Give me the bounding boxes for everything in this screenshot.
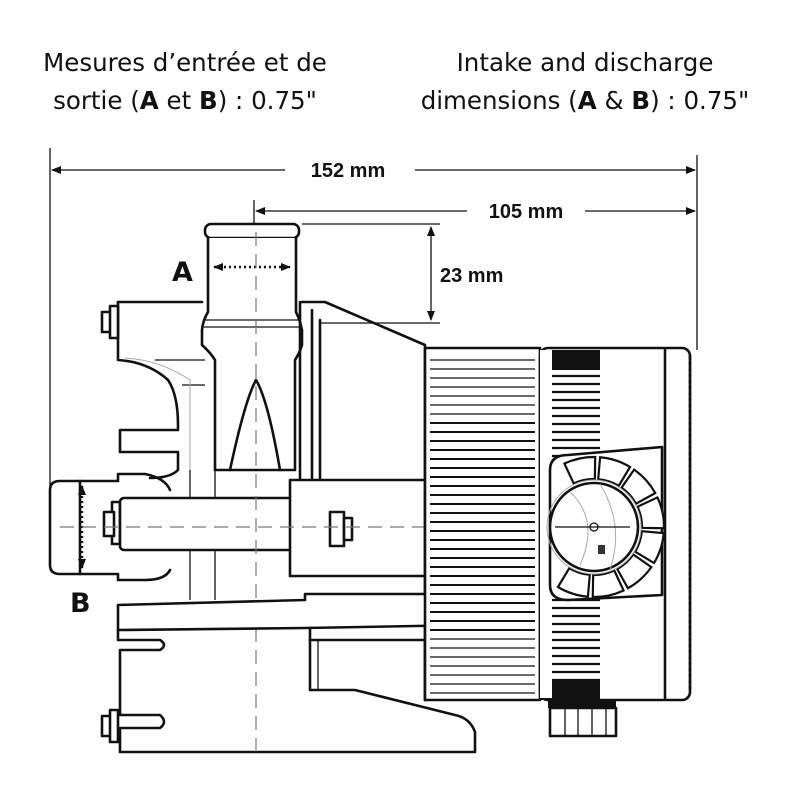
fin-shadow <box>540 680 600 700</box>
english-label-a: A <box>577 86 597 115</box>
knob-indicator <box>598 545 605 554</box>
speed-segment <box>615 553 653 590</box>
french-suffix: ) : 0.75" <box>217 86 317 115</box>
intake-label-a: A <box>172 257 193 288</box>
dimension-overall-length: 152 mm <box>49 148 698 485</box>
intake-pipe: A <box>172 222 304 472</box>
french-label-b: B <box>199 86 218 115</box>
french-caption: Mesures d’entrée et de sortie (A et B) :… <box>0 44 370 120</box>
speed-segment <box>633 529 665 565</box>
dimension-intake-height: 23 mm <box>302 223 503 324</box>
speed-selector-segments <box>556 455 666 599</box>
mounting-bracket <box>100 592 477 754</box>
speed-control-panel <box>546 445 666 602</box>
intake-height-label: 23 mm <box>440 265 503 287</box>
speed-segment <box>636 495 666 530</box>
discharge-label-b: B <box>70 588 91 619</box>
motor-body <box>423 346 692 702</box>
french-caption-line2: sortie (A et B) : 0.75" <box>0 82 370 120</box>
french-prefix: sortie ( <box>53 86 140 115</box>
english-caption-line2: dimensions (A & B) : 0.75" <box>400 82 770 120</box>
english-label-b: B <box>631 86 651 115</box>
english-caption-line1: Intake and discharge <box>456 48 714 77</box>
speed-segment <box>596 456 632 488</box>
english-joiner: & <box>596 86 632 115</box>
english-suffix: ) : 0.75" <box>650 86 750 115</box>
english-caption: Intake and discharge dimensions (A & B) … <box>400 44 770 120</box>
french-label-a: A <box>139 86 159 115</box>
speed-segment <box>562 455 597 485</box>
terminal-connector <box>548 700 618 738</box>
speed-segment <box>556 566 592 598</box>
speed-segment <box>591 569 626 599</box>
motor-fins-left <box>430 359 535 694</box>
speed-segment <box>620 468 657 506</box>
french-joiner: et <box>158 86 199 115</box>
english-prefix: dimensions ( <box>420 86 578 115</box>
motor-length-label: 105 mm <box>489 201 564 223</box>
fin-shadow <box>540 350 600 370</box>
overall-length-label: 152 mm <box>311 160 386 182</box>
french-caption-line1: Mesures d’entrée et de <box>43 48 327 77</box>
dimension-motor-length: 105 mm <box>253 200 696 232</box>
